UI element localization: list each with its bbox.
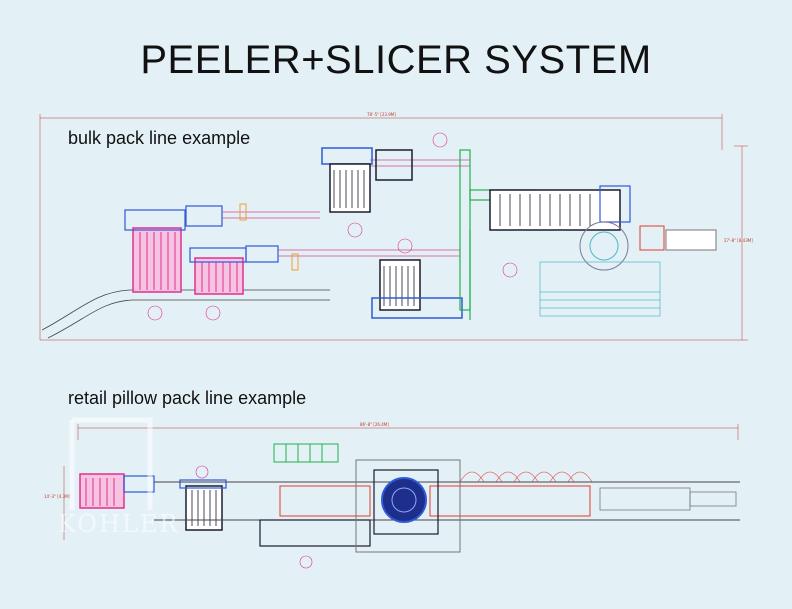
conveyor-lines-upper [222,159,470,257]
overall-length-dimension-text: 78'-5" [23.9M] [367,112,396,117]
retail-peeler [179,479,227,531]
width-dimension-text: 27'-8" [8.43M] [724,238,753,243]
width-dimension [40,145,748,341]
section-label-bulk-pack: bulk pack line example [68,128,251,148]
pillow-pack-machine [355,459,461,553]
kohler-logo-watermark: KOHLER [58,417,179,538]
incline-conveyor [41,289,330,339]
orange-gate-1 [239,203,247,221]
green-transfer-conveyors [459,149,541,320]
operator-markers-bottom [195,465,313,569]
watermark-text: KOHLER [58,510,179,538]
access-stair [273,443,339,463]
page-title: PEELER+SLICER SYSTEM [140,38,652,82]
overall-length-dimension [39,114,723,340]
bulk-pack-line-drawing: 78'-5" [23.9M] 27'-8" [8.43M] [39,112,753,341]
overall-length-dimension-text-bottom: 86'-8" [26.4M] [360,422,389,427]
orange-gate-2 [291,253,299,271]
outfeed-conveyor [599,487,737,511]
retail-main-conveyor [154,481,740,547]
slicer-system-block [489,185,717,271]
operator-markers-top [147,132,518,321]
overall-length-dimension-bottom [63,424,739,540]
bin-dumper-frames [124,205,279,263]
retail-pack-line-drawing: 86'-8" [26.4M] 14'-3" [4.3M] [44,422,740,569]
retail-bin [79,473,155,509]
peeler-unit-bottom [371,259,463,319]
bulk-bin-2 [194,257,244,295]
packing-platform-outline [539,261,661,317]
peeler-unit-top [321,147,413,213]
width-dimension-text-bottom: 14'-3" [4.3M] [44,494,71,499]
conveyor-arcs [459,471,593,483]
bulk-bin-1 [132,227,182,293]
section-label-retail-pillow-pack: retail pillow pack line example [68,388,307,408]
